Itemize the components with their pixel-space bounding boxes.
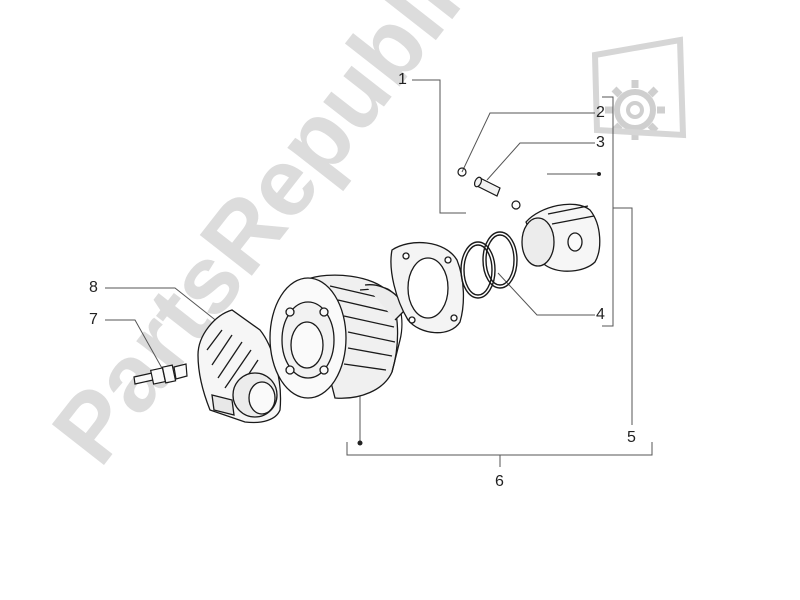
- leader-line-1: [412, 79, 466, 214]
- leader-line-2: [461, 112, 595, 173]
- piston-rings: [460, 231, 518, 299]
- callout-7: 7: [89, 311, 98, 328]
- leader-line-4: [497, 272, 595, 316]
- leader-line-3: [486, 142, 595, 181]
- callout-1: 1: [398, 71, 407, 88]
- piston-pin: [473, 176, 501, 197]
- callout-3: 3: [596, 134, 605, 151]
- leader-line-8: [105, 287, 229, 331]
- callout-6: 6: [495, 473, 504, 490]
- bracket-5: [602, 96, 614, 327]
- piston: [521, 203, 601, 272]
- callout-2: 2: [596, 104, 605, 121]
- cylinder-head: [197, 309, 282, 424]
- base-gasket: [390, 241, 465, 334]
- cylinder: [269, 274, 406, 399]
- leader-line-5: [613, 207, 633, 425]
- gear-icon: [591, 36, 687, 140]
- spark-plug: [133, 363, 188, 385]
- callout-5: 5: [627, 429, 636, 446]
- circlips: [457, 167, 521, 210]
- callout-8: 8: [89, 279, 98, 296]
- leader-line-7: [105, 319, 164, 371]
- callout-4: 4: [596, 306, 605, 323]
